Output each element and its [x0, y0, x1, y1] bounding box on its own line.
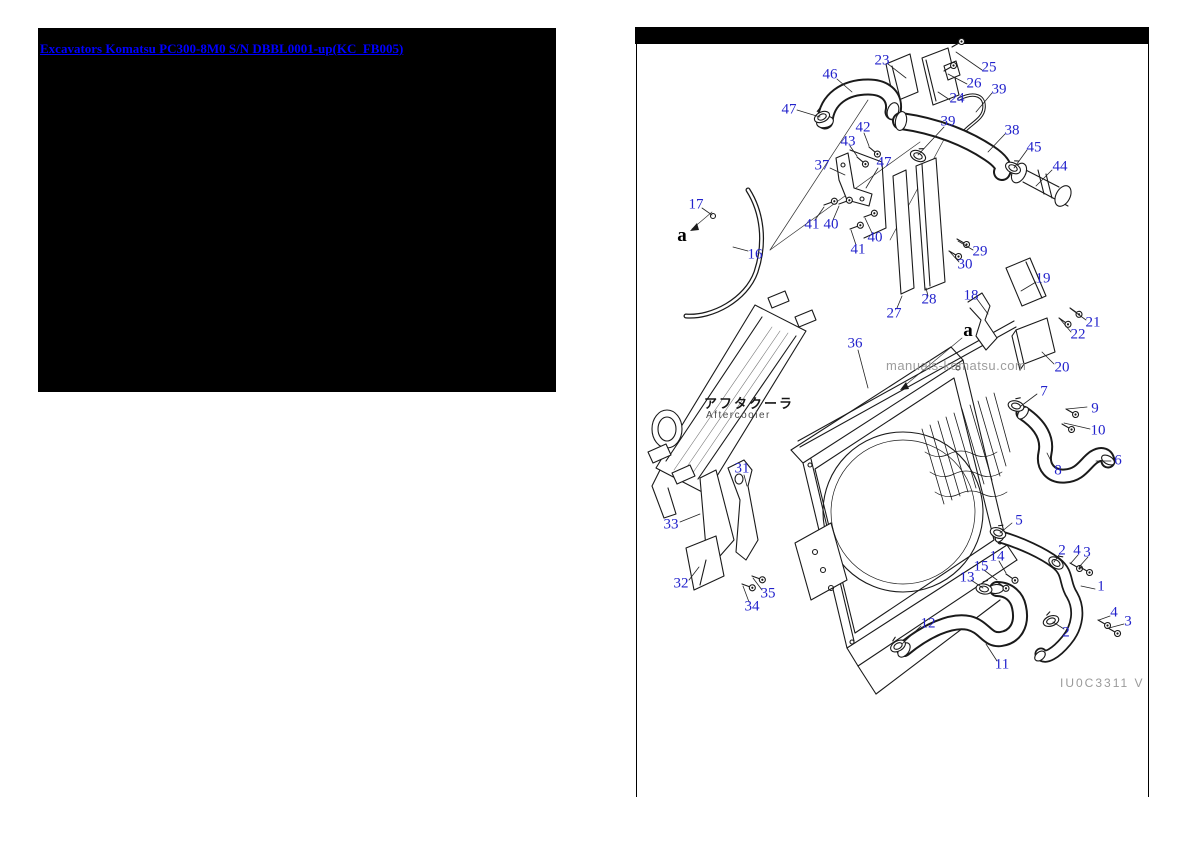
callout-32: 32	[673, 575, 689, 592]
callout-17: 17	[688, 196, 704, 213]
callout-2: 2	[1062, 624, 1070, 641]
callout-31: 31	[734, 460, 750, 477]
callout-36: 36	[847, 335, 863, 352]
callout-8: 8	[1054, 462, 1062, 479]
callout-5: 5	[1015, 512, 1023, 529]
right-bracket-parts	[967, 257, 1056, 371]
callout-29: 29	[972, 243, 988, 260]
manual-link[interactable]: Excavators Komatsu PC300-8M0 S/N DBBL000…	[40, 41, 404, 56]
aftercooler-label-jp: アフタクーラ	[704, 397, 795, 412]
callout-4: 4	[1110, 604, 1118, 621]
arrow-a1	[690, 223, 699, 231]
callout-10: 10	[1090, 422, 1106, 439]
callout-23: 23	[874, 52, 890, 69]
leader-lines	[679, 51, 1125, 662]
callout-43: 43	[840, 133, 856, 150]
callout-19: 19	[1035, 270, 1051, 287]
callout-34: 34	[744, 598, 760, 615]
callout-44: 44	[1052, 158, 1068, 175]
bracket-37	[835, 152, 873, 207]
callout-28: 28	[921, 291, 937, 308]
callout-3: 3	[1083, 544, 1091, 561]
callout-16: 16	[747, 246, 763, 263]
figure-code: IU0C3311 V	[1060, 676, 1145, 690]
hook-39	[957, 93, 986, 136]
callout-45: 45	[1026, 139, 1042, 156]
diagram-top-bar	[635, 27, 1149, 44]
callout-47: 47	[781, 101, 797, 118]
callout-22: 22	[1070, 326, 1086, 343]
callout-11: 11	[994, 656, 1010, 673]
hose-16	[683, 187, 765, 319]
hose-46	[816, 78, 903, 130]
section-marker-a-1: a	[677, 225, 687, 246]
callout-4: 4	[1073, 542, 1081, 559]
callout-18: 18	[963, 287, 979, 304]
callout-47: 47	[876, 154, 892, 171]
callout-42: 42	[855, 119, 871, 136]
callout-21: 21	[1085, 314, 1101, 331]
callout-20: 20	[1054, 359, 1070, 376]
aftercooler-drawing	[647, 290, 817, 519]
callout-15: 15	[973, 558, 989, 575]
watermark-text: manuals-komatsu.com	[886, 358, 1027, 373]
aftercooler-label-en: Aftercooler	[706, 410, 771, 421]
callout-12: 12	[920, 615, 936, 632]
hose-11	[896, 581, 1028, 658]
callout-40: 40	[823, 216, 839, 233]
callout-40: 40	[867, 229, 883, 246]
callout-27: 27	[886, 305, 902, 322]
callout-35: 35	[760, 585, 776, 602]
callout-26: 26	[966, 75, 982, 92]
callout-33: 33	[663, 516, 679, 533]
side-panels-27-28	[892, 157, 946, 295]
callout-7: 7	[1040, 383, 1048, 400]
hose-6	[1015, 405, 1116, 484]
callout-1: 1	[1097, 578, 1105, 595]
callout-24: 24	[949, 90, 965, 107]
callout-13: 13	[959, 569, 975, 586]
callout-25: 25	[981, 59, 997, 76]
callout-30: 30	[957, 256, 973, 273]
lower-left-brackets	[685, 459, 759, 591]
callout-2: 2	[1058, 542, 1066, 559]
hose-38	[892, 111, 1012, 181]
lower-frame-drawing	[794, 522, 1001, 695]
callout-39: 39	[991, 81, 1007, 98]
callout-14: 14	[989, 548, 1005, 565]
callout-41: 41	[850, 241, 866, 258]
left-black-panel: Excavators Komatsu PC300-8M0 S/N DBBL000…	[38, 28, 556, 392]
callout-37: 37	[814, 157, 830, 174]
diagram-page-border	[636, 44, 1149, 797]
radiator-drawing	[790, 320, 1018, 667]
callout-39: 39	[940, 113, 956, 130]
callout-46: 46	[822, 66, 838, 83]
fan-guard-mesh	[921, 392, 1011, 505]
strip-47	[849, 149, 887, 239]
callout-38: 38	[1004, 122, 1020, 139]
callout-6: 6	[1114, 452, 1122, 469]
callout-3: 3	[1124, 613, 1132, 630]
callout-41: 41	[804, 216, 820, 233]
section-marker-a-2: a	[963, 320, 973, 341]
callout-9: 9	[1091, 400, 1099, 417]
